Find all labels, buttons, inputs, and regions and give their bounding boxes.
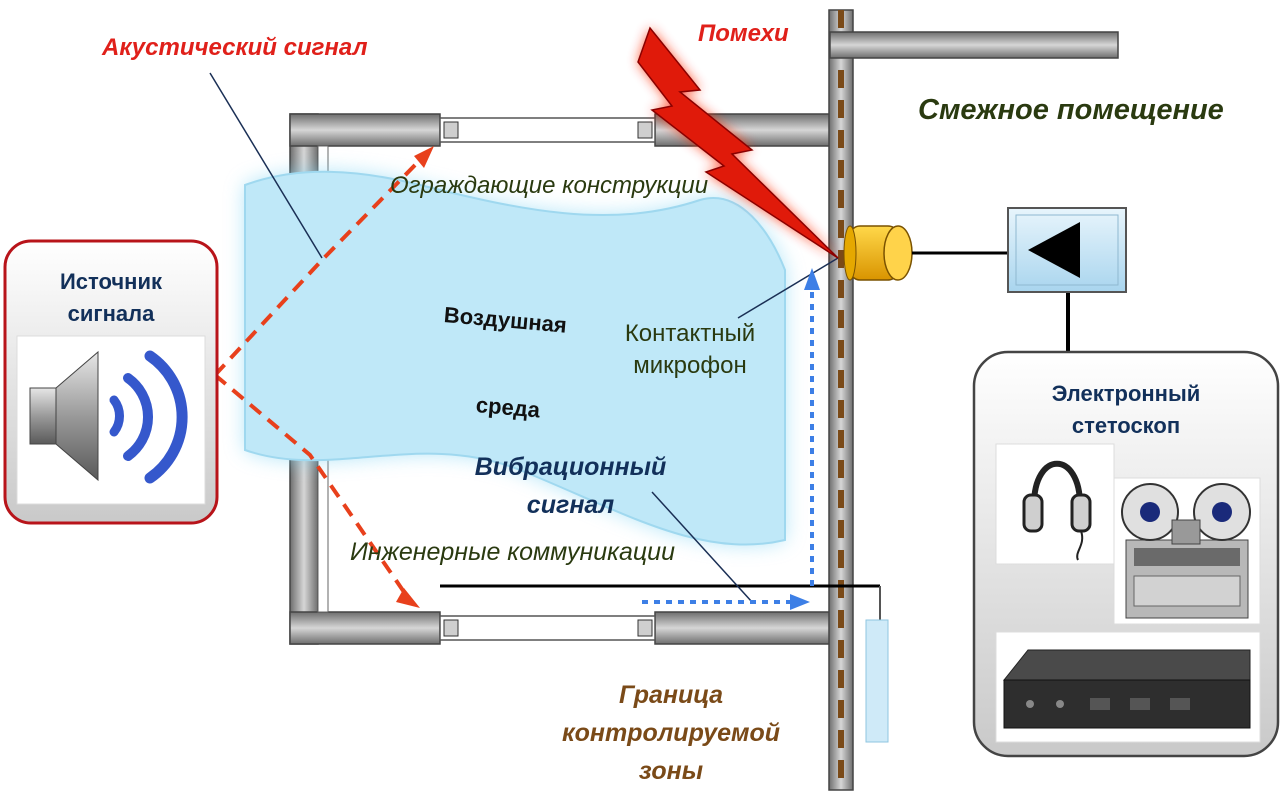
vibration-signal-leader: [651, 491, 753, 603]
stethoscope-label: Электронный стетоскоп: [974, 378, 1278, 442]
contact-mic-label-line2: микрофон: [633, 352, 747, 379]
boundary-label-line2: контролируемой: [561, 719, 781, 747]
acoustic-signal-label: Акустический сигнал: [102, 34, 368, 61]
signal-source-box: [3, 239, 219, 525]
signal-source-label: Источник сигнала: [5, 266, 217, 330]
contact-microphone-icon: [843, 225, 913, 281]
stethoscope-label-line1: Электронный: [1051, 381, 1201, 406]
contact-mic-label-line1: Контактный: [624, 320, 756, 347]
speaker-icon: [29, 350, 188, 484]
boundary-label-line1: Граница: [619, 681, 723, 709]
acoustic-paths: [213, 146, 434, 608]
digital-recorder-icon: [1002, 649, 1251, 729]
vibration-signal-label-line1: Вибрационный: [474, 453, 667, 481]
signal-source-label-line2: сигнала: [67, 301, 155, 326]
headphones-icon: [1022, 460, 1092, 561]
acoustic-signal-leader: [209, 72, 323, 259]
contact-mic-label: Контактный микрофон: [600, 318, 780, 382]
air-medium-region: [244, 170, 786, 546]
vibration-path: [642, 268, 820, 610]
air-medium-label-line2: среда: [474, 392, 541, 423]
interference-label: Помехи: [698, 20, 789, 47]
contact-mic-leader: [737, 257, 839, 319]
signal-source-label-line1: Источник: [59, 269, 163, 294]
boundary-label-line3: зоны: [638, 757, 704, 785]
vibration-signal-label-line2: сигнал: [526, 491, 615, 519]
controlled-zone-boundary: [828, 9, 1119, 791]
reel-tape-recorder-icon: [1121, 483, 1251, 619]
vibration-signal-label: Вибрационный сигнал: [448, 448, 693, 524]
enclosing-structures-label: Ограждающие конструкции: [390, 172, 709, 199]
lightning-icon: [637, 26, 839, 259]
engineering-pipe: [440, 584, 889, 743]
room-walls: [289, 113, 836, 645]
adjacent-room-label: Смежное помещение: [918, 94, 1224, 126]
boundary-label: Граница контролируемой зоны: [540, 676, 802, 790]
amplifier-triangle-icon: [1007, 207, 1127, 293]
stethoscope-label-line2: стетоскоп: [1071, 413, 1181, 438]
engineering-comms-label: Инженерные коммуникации: [350, 538, 675, 566]
